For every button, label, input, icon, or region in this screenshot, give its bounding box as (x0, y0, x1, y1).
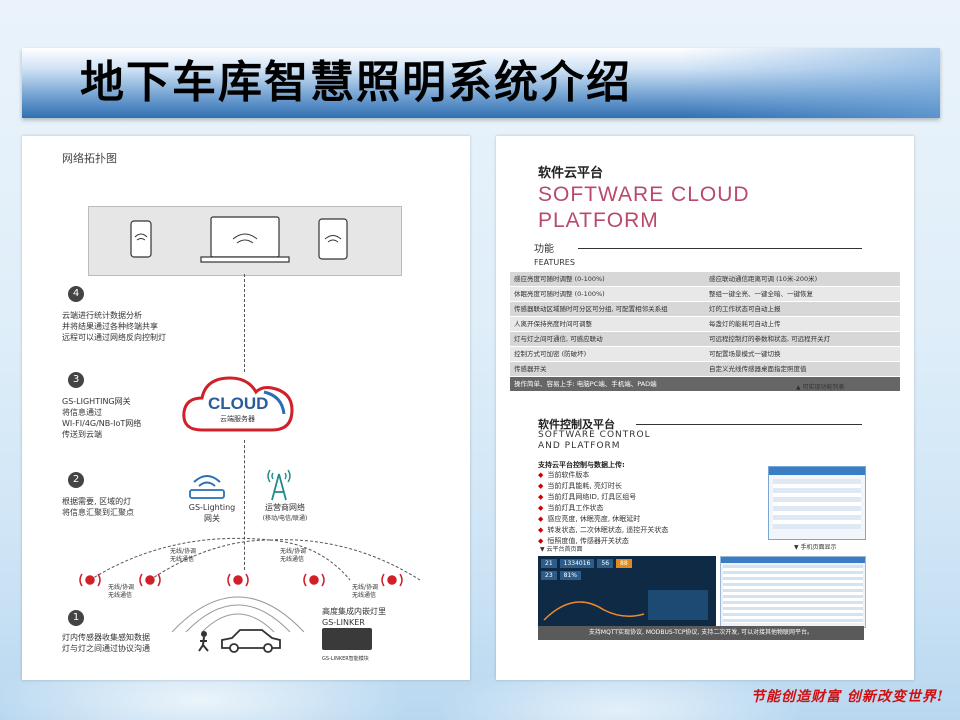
phone-app-screenshot (768, 466, 866, 540)
step-1-number: 1 (68, 610, 84, 626)
step-3-text: GS-LIGHTING网关 将信息通过 WI-FI/4G/NB-IoT网络 传送… (62, 397, 142, 439)
list-item: ◆当前灯具网络ID, 灯具区组号 (538, 493, 637, 501)
table-row: 传感器联动区域随时可分区可分组, 可配置相邻关系组灯的工作状态可自动上报 (510, 302, 900, 317)
step-4-number: 4 (68, 286, 84, 302)
linker-chip-image (322, 628, 372, 650)
cloud-dashboard-screenshot: 21 1334016 56 88 23 81% (538, 556, 716, 626)
table-row: 控制方式可加密 (防破坏)可配置场景模式一键切换 (510, 347, 900, 362)
step-2-number: 2 (68, 472, 84, 488)
table-row: 人离开保持亮度时间可调整每盏灯的能耗可自动上传 (510, 317, 900, 332)
downlink-line (244, 440, 245, 570)
topology-heading: 网络拓扑图 (62, 152, 117, 165)
control-cn-title: 软件控制及平台 (538, 418, 615, 431)
table-footer-row: 操作简单、容易上手: 电脑PC端、手机端、PAD端 (510, 377, 900, 392)
footer-slogan: 节能创造财富 创新改变世界! (750, 689, 944, 705)
control-rule (636, 424, 862, 425)
network-topology-panel: 网络拓扑图 4 云端进行统计数据分析 并将结果通过各种终端共享 远程可以通过网络… (22, 136, 470, 680)
laptop-icon (200, 216, 290, 263)
list-item: ◆当前灯具能耗, 亮灯时长 (538, 482, 622, 490)
step-1-text: 灯内传感器收集感知数据 灯与灯之间通过协议沟通 (62, 633, 150, 653)
devices-illustration (130, 216, 348, 263)
lamp-mesh-illustration (79, 537, 421, 633)
list-item: ◆当前灯具工作状态 (538, 504, 604, 512)
phone-caption: ▼ 手机页面显示 (794, 544, 837, 551)
step-4-text: 云端进行统计数据分析 并将结果通过各种终端共享 远程可以通过网络反向控制灯 (62, 311, 166, 342)
gateway-label: GS-Lighting 网关 (188, 503, 236, 523)
table-row: 感应亮度可随时调整 (0-100%)感应联动通信距离可调 (10米-200米) (510, 272, 900, 287)
linker-label: 高度集成内嵌灯里 GS-LINKER (322, 607, 386, 627)
wireless-label-4: 无线/协调无线通信 (352, 584, 379, 599)
pedestrian-icon (196, 630, 212, 656)
features-caption: ▲ 可实现功能列表 (796, 384, 845, 391)
support-list: ◆当前软件版本 ◆当前灯具能耗, 亮灯时长 ◆当前灯具网络ID, 灯具区组号 ◆… (538, 470, 668, 547)
table-row: 休眠亮度可随时调整 (0-100%)整组一键全亮、一键全暗、一键恢复 (510, 287, 900, 302)
data-table-screenshot (720, 556, 866, 628)
uplink-line (244, 274, 245, 372)
tower-icon (264, 464, 294, 502)
wireless-label-3: 无线/协调无线通信 (108, 584, 135, 599)
step-2-text: 根据需要, 区域的灯 将信息汇聚到汇聚点 (62, 497, 134, 517)
list-item: ◆当前软件版本 (538, 471, 590, 479)
list-item: ◆转发状态, 二次休眠状态, 遥控开关状态 (538, 526, 669, 534)
cloud-server: CLOUD 云端服务器 (178, 372, 308, 440)
protocol-footer-note: 支持MQTT实现协议, MODBUS-TCP协议, 支持二次开发, 可以对接其他… (538, 626, 864, 640)
wireless-label-1: 无线/协调无线通信 (170, 548, 197, 563)
slide-title: 地下车库智慧照明系统介绍 (80, 57, 632, 108)
cloud-icon (182, 376, 294, 432)
features-table: 感应亮度可随时调整 (0-100%)感应联动通信距离可调 (10米-200米) … (510, 272, 900, 392)
list-item: ◆感应亮度, 休眠亮度, 休眠延时 (538, 515, 641, 523)
features-en: FEATURES (534, 258, 575, 267)
cloud-label: CLOUD (208, 394, 269, 413)
cloud-home-caption: ▼ 云平台首页面 (540, 546, 583, 553)
carrier-label: 运营商网络 (移动/电信/联通) (262, 503, 308, 522)
software-cloud-cn-title: 软件云平台 (538, 166, 604, 181)
terminal-devices-box (88, 206, 402, 276)
cloud-sub-label: 云端服务器 (220, 415, 255, 423)
tablet-icon (318, 218, 348, 260)
control-en-title: SOFTWARE CONTROL AND PLATFORM (538, 430, 651, 451)
phone-icon (130, 220, 152, 258)
lamp-signal-icons (79, 573, 403, 587)
car-icon (218, 626, 284, 658)
wireless-label-2: 无线/协调无线通信 (280, 548, 307, 563)
software-platform-panel: 软件云平台 SOFTWARE CLOUD PLATFORM 功能 FEATURE… (496, 136, 914, 680)
features-rule (578, 248, 862, 249)
support-title: 支持云平台控制与数据上传: (538, 461, 625, 469)
software-cloud-en-title: SOFTWARE CLOUD PLATFORM (538, 183, 750, 232)
list-item: ◆恒照度值, 传感器开关状态 (538, 537, 629, 545)
gateway-icon (182, 470, 232, 504)
step-3-number: 3 (68, 372, 84, 388)
table-row: 传感器开关自定义光线传感器桌面指定照度值 (510, 362, 900, 377)
features-cn: 功能 (534, 244, 554, 255)
table-row: 灯与灯之间可通信, 可感应联动可远程控制灯的参数和状态, 可远程开关灯 (510, 332, 900, 347)
linker-chip-caption: GS-LINKER智能模块 (322, 656, 369, 662)
title-bar (22, 48, 940, 118)
